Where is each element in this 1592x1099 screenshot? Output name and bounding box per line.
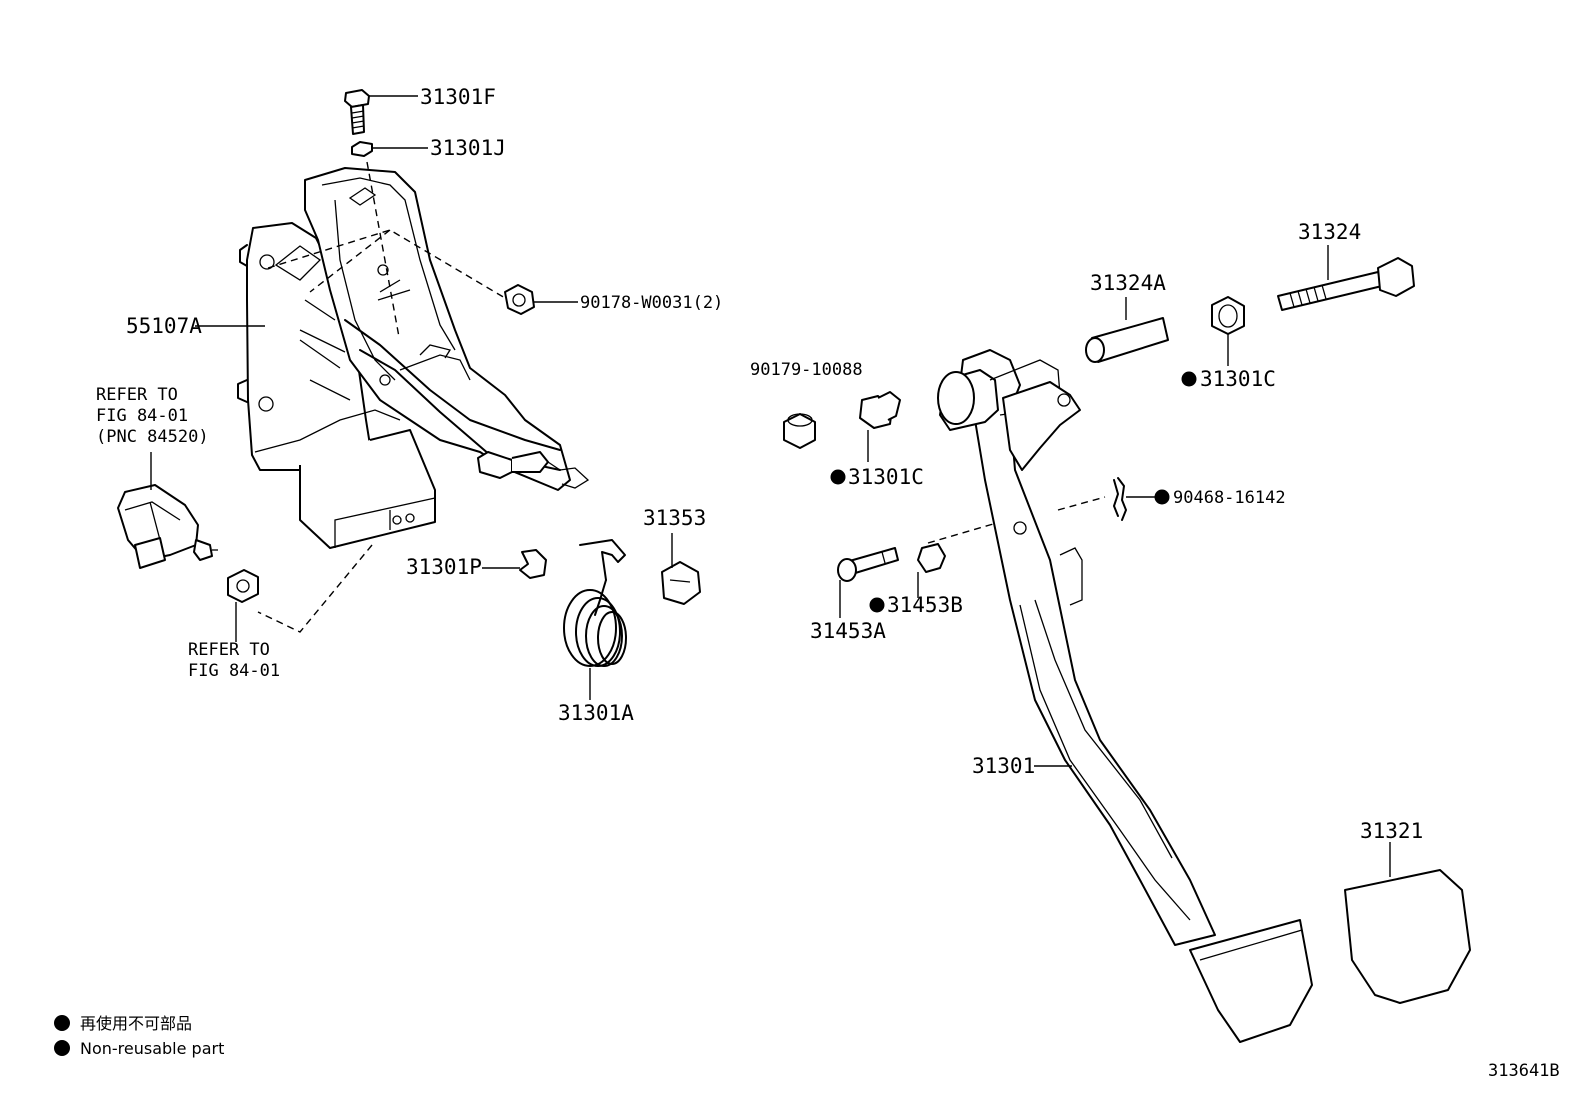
- stop-lamp-switch: [117, 484, 218, 569]
- label-31301c-left: 31301C: [848, 465, 924, 489]
- refer1-line1: REFER TO: [96, 385, 178, 405]
- legend-dot-en: [54, 1040, 70, 1056]
- assembly-guide-lines: [257, 161, 1106, 633]
- brake-pedal-arm-31301: [937, 349, 1313, 1043]
- clip-31301p: [519, 549, 547, 579]
- label-90179-10088: 90179-10088: [750, 360, 863, 380]
- bushing-31301c-right: [1211, 296, 1245, 335]
- pedal-bracket-55107a: [237, 167, 590, 549]
- refer1-line3: (PNC 84520): [96, 427, 209, 447]
- marker-dot: [830, 469, 846, 485]
- refer1-line2: FIG 84-01: [96, 406, 188, 426]
- label-31321: 31321: [1360, 819, 1423, 843]
- lock-nut: [227, 569, 259, 603]
- marker-dot: [869, 597, 885, 613]
- label-31301a: 31301A: [558, 701, 634, 725]
- pedal-pad-31321: [1344, 869, 1471, 1004]
- pin-31453a: [837, 547, 899, 582]
- marker-dot: [1181, 371, 1197, 387]
- label-31301c-right: 31301C: [1200, 367, 1276, 391]
- label-31324: 31324: [1298, 220, 1361, 244]
- label-55107a: 55107A: [126, 314, 202, 338]
- label-31353: 31353: [643, 506, 706, 530]
- label-31453b: 31453B: [887, 593, 963, 617]
- label-31301j: 31301J: [430, 136, 506, 160]
- label-31324a: 31324A: [1090, 271, 1166, 295]
- figure-id: 313641B: [1488, 1061, 1560, 1081]
- leader-lines: [150, 95, 1391, 877]
- bushing-31301c-left: [859, 391, 901, 429]
- legend: 再使用不可部品 Non-reusable part: [80, 1014, 224, 1058]
- label-31301p: 31301P: [406, 555, 482, 579]
- bolt-31301f: [344, 89, 370, 135]
- cushion-31353: [661, 561, 701, 605]
- label-31301f: 31301F: [420, 85, 496, 109]
- nut-90179-10088: [783, 413, 816, 449]
- clip-90468-16142: [1113, 477, 1127, 521]
- label-90178-w0031: 90178-W0031(2): [580, 293, 723, 313]
- label-90468-16142: 90468-16142: [1173, 488, 1286, 508]
- nut-90178-w0031: [504, 284, 535, 315]
- legend-dot-ja: [54, 1015, 70, 1031]
- collar-31324a: [1085, 317, 1169, 363]
- part-labels: 31301F 31301J 90178-W0031(2) 55107A REFE…: [96, 85, 1423, 843]
- nut-31301j: [351, 141, 373, 157]
- label-31301: 31301: [972, 754, 1035, 778]
- non-reusable-markers: [54, 371, 1197, 1056]
- legend-text-en: Non-reusable part: [80, 1039, 224, 1058]
- legend-text-ja: 再使用不可部品: [80, 1014, 192, 1033]
- return-spring-31301a: [563, 539, 627, 667]
- bolt-31324: [1277, 257, 1415, 311]
- refer2-line2: FIG 84-01: [188, 661, 280, 681]
- marker-dot: [1154, 489, 1170, 505]
- bushing-31453b: [917, 543, 946, 573]
- refer2-line1: REFER TO: [188, 640, 270, 660]
- label-31453a: 31453A: [810, 619, 886, 643]
